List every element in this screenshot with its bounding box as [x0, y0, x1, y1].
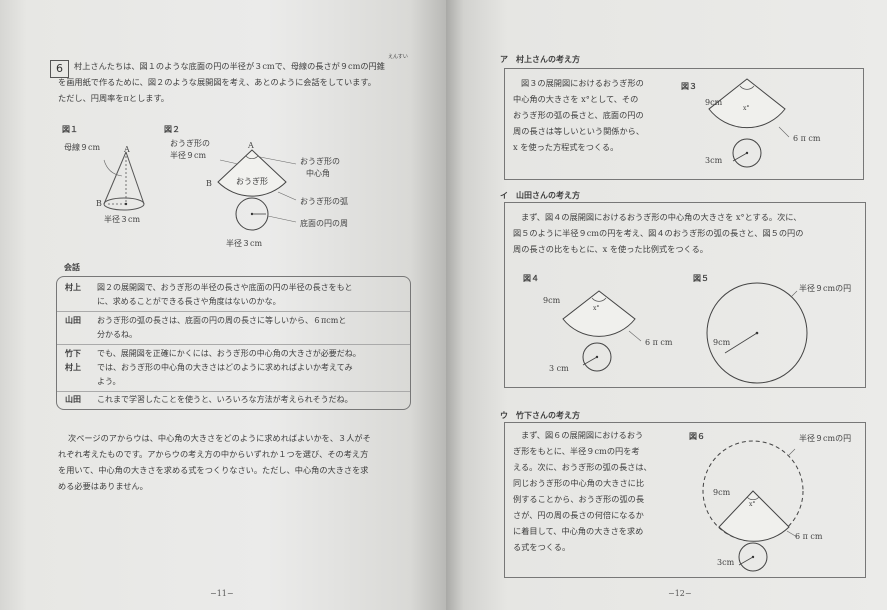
kaiwa-divider: [57, 391, 410, 392]
section-i-title: イ 山田さんの考え方: [500, 191, 580, 200]
intro-line-3: ただし、円周率をπとします。: [58, 93, 169, 103]
kaiwa-text: これまで学習したことを使うと、いろいろな方法が考えられそうだね。: [97, 395, 353, 404]
figure2-net-diagram: [217, 149, 297, 231]
closing-line-1: 次ページのアからウは、中心角の大きさをどのように求めればよいかを、３人がそ: [68, 433, 371, 443]
figure6-angle-label: x°: [749, 501, 756, 508]
figure6-label: 図６: [689, 432, 705, 441]
figure3-arc-label: 6 π cm: [793, 134, 821, 143]
figure6-circle-label: 半径９cmの円: [799, 434, 852, 443]
figure4-label: 図４: [523, 274, 539, 283]
kaiwa-text: よう。: [97, 377, 121, 386]
figure1-point-b: B: [96, 199, 102, 208]
right-page: ア 村上さんの考え方 図３の展開図におけるおうぎ形の 中心角の大きさを x°とし…: [446, 0, 887, 610]
section-a-box: 図３の展開図におけるおうぎ形の 中心角の大きさを x°として、その おうぎ形の弧…: [504, 68, 864, 180]
figure2-sector-name: おうぎ形: [236, 177, 268, 186]
figure2-sector-radius-line2: 半径９cm: [170, 151, 207, 160]
section-i-box: まず、図４の展開図におけるおうぎ形の中心角の大きさを x°とする。次に、 図５の…: [504, 202, 866, 388]
kaiwa-text: 分かるね。: [97, 330, 137, 339]
figure4-radius-label: 9cm: [543, 296, 561, 305]
figure1-point-a: A: [124, 145, 130, 154]
figure2-label: 図２: [164, 125, 180, 134]
figure2-radius-label: 半径３cm: [226, 239, 263, 248]
closing-line-4: める必要はありません。: [58, 481, 148, 491]
figure1-slant-label: 母線９cm: [64, 143, 101, 152]
figure4-net-diagram: [562, 290, 642, 372]
section-u-line-7: に着目して、中心角の大きさを求め: [513, 526, 644, 536]
section-u-line-8: る式をつくる。: [513, 542, 571, 552]
kaiwa-speaker: 山田: [65, 395, 81, 404]
section-u-line-1: まず、図６の展開図におけるおう: [521, 430, 644, 440]
kaiwa-speaker: 村上: [65, 363, 81, 372]
page-number-right: −12−: [668, 589, 692, 598]
figure2-point-b: B: [206, 179, 212, 188]
section-u-line-3: える。次に、おうぎ形の弧の長さは、: [513, 462, 652, 472]
section-u-line-4: 同じおうぎ形の中心角の大きさに比: [513, 478, 645, 488]
figure3-net-diagram: [708, 78, 790, 168]
figure2-circumference-label: 底面の円の周: [300, 219, 348, 228]
figure2-sector-radius-line1: おうぎ形の: [170, 139, 210, 148]
section-i-line-1: まず、図４の展開図におけるおうぎ形の中心角の大きさを x°とする。次に、: [521, 212, 802, 222]
figure3-base-label: 3cm: [705, 156, 723, 165]
section-u-title: ウ 竹下さんの考え方: [500, 411, 580, 420]
figure3-label: 図３: [681, 82, 697, 91]
section-u-line-5: 例することから、おうぎ形の弧の長: [513, 494, 645, 504]
section-a-line-5: x を使った方程式をつくる。: [513, 142, 619, 152]
kaiwa-divider: [57, 311, 410, 312]
figure2-point-a: A: [248, 141, 254, 150]
kaiwa-text: 図２の展開図で、おうぎ形の半径の長さや底面の円の半径の長さをもと: [97, 283, 353, 292]
question-number: 6: [50, 60, 69, 78]
section-a-line-3: おうぎ形の弧の長さと、底面の円の: [513, 110, 644, 120]
kaiwa-box: 村上 図２の展開図で、おうぎ形の半径の長さや底面の円の半径の長さをもと に、求め…: [56, 276, 411, 410]
figure3-radius-label: 9cm: [705, 98, 723, 107]
figure6-arc-label: 6 π cm: [795, 532, 823, 541]
kaiwa-text: では、おうぎ形の中心角の大きさはどのように求めればよいか考えてみ: [97, 363, 353, 372]
section-u-line-2: ぎ形をもとに、半径９cmの円を考: [513, 446, 640, 456]
figure5-radius-label: 9cm: [713, 338, 731, 347]
section-u-line-6: さが、円の周の長さの何倍になるか: [513, 510, 644, 520]
closing-line-2: れぞれ考えたものです。アからウの考え方の中からいずれか１つを選び、その考え方: [58, 449, 369, 459]
section-i-line-2: 図５のように半径９cmの円を考え、図４のおうぎ形の弧の長さと、図５の円の: [513, 228, 804, 238]
section-a-line-1: 図３の展開図におけるおうぎ形の: [521, 78, 644, 88]
closing-line-3: を用いて、中心角の大きさを求める式をつくりなさい。ただし、中心角の大きさを求: [58, 465, 369, 475]
figure5-circle-label: 半径９cmの円: [799, 284, 852, 293]
figure4-arc-label: 6 π cm: [645, 338, 673, 347]
figure6-base-label: 3cm: [717, 558, 735, 567]
figure4-base-label: 3 cm: [549, 364, 569, 373]
figure4-angle-label: x°: [593, 305, 600, 312]
kaiwa-title: 会話: [64, 263, 80, 272]
figure6-radius-label: 9cm: [713, 488, 731, 497]
figure1-radius-label: 半径３cm: [104, 215, 141, 224]
intro-line-2: を画用紙で作るために、図２のような展開図を考え、あとのように会話をしています。: [58, 77, 376, 87]
section-a-line-2: 中心角の大きさを x°として、その: [513, 94, 639, 104]
figure2-central-angle-line1: おうぎ形の: [300, 157, 340, 166]
kaiwa-text: でも、展開図を正確にかくには、おうぎ形の中心角の大きさが必要だね。: [97, 349, 361, 358]
figure3-angle-label: x°: [743, 105, 750, 112]
intro-line-1: 村上さんたちは、図１のような底面の円の半径が３cmで、母線の長さが９cmの円錐: [74, 61, 385, 71]
figure6-net-diagram: [702, 440, 804, 572]
section-i-line-3: 周の長さの比をもとに、x を使った比例式をつくる。: [513, 244, 708, 254]
kaiwa-speaker: 竹下: [65, 349, 81, 358]
section-a-title: ア 村上さんの考え方: [500, 55, 580, 64]
section-u-box: まず、図６の展開図におけるおう ぎ形をもとに、半径９cmの円を考 える。次に、お…: [504, 422, 866, 578]
kaiwa-divider: [57, 344, 410, 345]
figure5-circle-diagram: [706, 282, 808, 384]
kaiwa-text: おうぎ形の弧の長さは、底面の円の周の長さに等しいから、６πcmと: [97, 316, 347, 325]
figure2-arc-label: おうぎ形の弧: [300, 197, 348, 206]
page-number-left: −11−: [210, 589, 234, 598]
left-page: 6 えんすい 村上さんたちは、図１のような底面の円の半径が３cmで、母線の長さが…: [0, 0, 446, 610]
section-a-line-4: 周の長さは等しいという関係から、: [513, 126, 645, 136]
kaiwa-text: に、求めることができる長さや角度はないのかな。: [97, 297, 281, 306]
kaiwa-speaker: 山田: [65, 316, 81, 325]
figure1-label: 図１: [62, 125, 78, 134]
figure1-cone-diagram: [103, 151, 145, 211]
figure2-central-angle-line2: 中心角: [306, 169, 330, 178]
figure5-label: 図５: [693, 274, 709, 283]
kaiwa-speaker: 村上: [65, 283, 81, 292]
ruby-text: えんすい: [388, 54, 408, 60]
